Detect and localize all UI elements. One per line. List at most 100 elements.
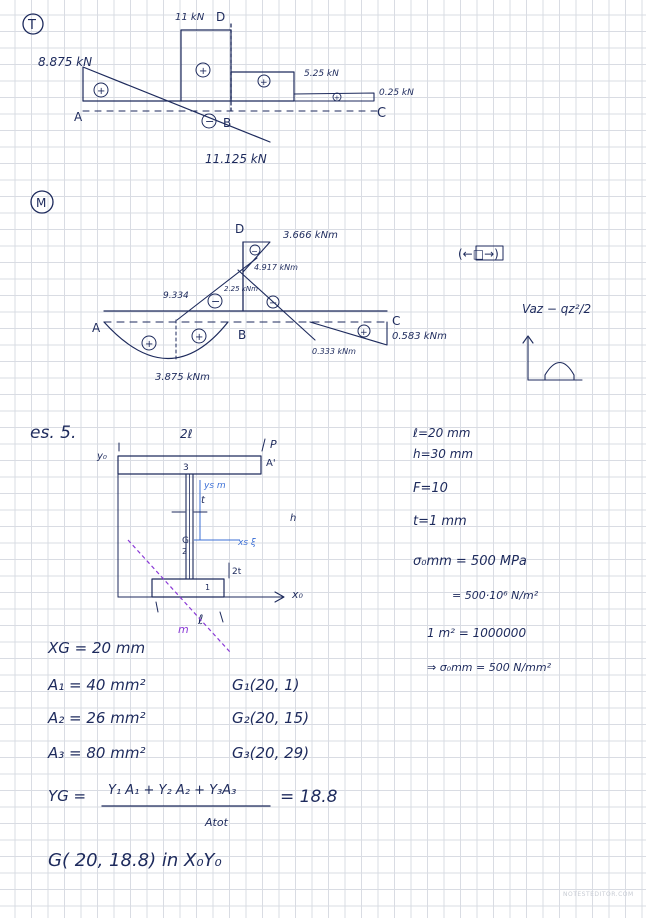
plus-sign-circle	[141, 335, 157, 351]
shear-point-d: D	[216, 10, 225, 24]
l-tick-right	[219, 611, 224, 623]
sign-convention-box	[475, 245, 504, 261]
m-sign-plus-1: +	[195, 332, 203, 343]
ys-label: ys m	[203, 481, 226, 491]
given-sigma: σ₀mm = 500 MPa	[413, 554, 527, 569]
moment-point-a: A	[92, 321, 101, 335]
shear-section-mark: T	[27, 18, 36, 33]
t-label: t	[201, 495, 206, 506]
shear-left-value: 8.875 kN	[38, 55, 92, 69]
top-flange	[117, 455, 262, 475]
moment-right-low: 0.333 kNm	[312, 347, 356, 356]
m-sign-minus-2: −	[211, 295, 220, 308]
sign-plus-1: +	[97, 86, 105, 97]
y0-label: y₀	[96, 451, 107, 462]
l-label: ℓ	[197, 613, 203, 628]
m-line	[127, 539, 231, 653]
plus-sign-circle	[357, 324, 371, 338]
calc-yg-result: = 18.8	[280, 787, 338, 807]
shear-top-value: 11 kN	[175, 12, 205, 23]
calc-g2: G₂(20, 15)	[232, 709, 309, 727]
a-label: A'	[266, 458, 276, 469]
calc-yg-label: YG =	[48, 787, 86, 805]
plus-sign-circle	[93, 82, 109, 98]
cross-section: es. 5. 2ℓ y₀ P A' 3 G 2 1 2t x₀ ys m xs …	[30, 423, 304, 653]
section-mark-circle	[30, 190, 54, 214]
given-t: t=1 mm	[413, 514, 467, 529]
h-label: h	[290, 513, 296, 524]
calc-a3: A₃ = 80 mm²	[47, 744, 145, 762]
m-sign-minus-1: −	[251, 247, 258, 256]
minus-sign-circle	[249, 244, 261, 256]
shear-point-b: B	[223, 116, 231, 130]
plus-sign-circle	[332, 92, 342, 102]
watermark: NOTESTEDITOR.COM	[563, 891, 634, 898]
shear-end-strip	[293, 92, 375, 102]
plus-sign-circle	[195, 62, 211, 78]
shear-right-block	[230, 71, 295, 102]
moment-diag-left	[176, 257, 258, 321]
shear-point-c: C	[377, 106, 386, 121]
calc-yg-denominator: Atot	[204, 816, 229, 829]
sketch-curve	[544, 361, 575, 381]
p-label: P	[270, 438, 277, 451]
moment-section-mark: M	[36, 196, 46, 210]
m-label: m	[178, 623, 189, 636]
sign-plus-4: +	[334, 94, 340, 102]
given-conversion: 1 m² = 1000000	[427, 626, 526, 640]
shear-right-value: 5.25 kN	[304, 69, 339, 79]
moment-point-b: B	[238, 328, 246, 342]
plus-sign-circle	[191, 328, 207, 344]
sign-convention: (←□→)	[458, 247, 499, 261]
given-sigma-result: ⇒ σ₀mm = 500 N/mm²	[427, 661, 552, 674]
centroid-calculation: XG = 20 mm A₁ = 40 mm² A₂ = 26 mm² A₃ = …	[47, 639, 338, 871]
moment-formula: Vaz − qz²/2	[522, 302, 591, 316]
moment-v-top: 3.666 kNm	[283, 230, 338, 241]
m-sign-minus-3: −	[269, 298, 277, 309]
moment-left-top: 9.334	[163, 291, 189, 301]
x0-arrow	[274, 591, 285, 603]
moment-parabola	[103, 321, 229, 360]
section-mark-circle	[22, 13, 44, 35]
minus-sign-circle	[201, 113, 217, 129]
calc-result: G( 20, 18.8) in X₀Y₀	[48, 850, 222, 871]
moment-diagram: M − − − + + + D 3.666 kNm 4.917 kNm 9.33…	[30, 190, 591, 383]
sign-plus-3: +	[260, 78, 268, 88]
x0-label: x₀	[291, 588, 304, 601]
sketch-arrow	[522, 335, 534, 344]
moment-right-tri	[309, 321, 388, 346]
calc-g3: G₃(20, 29)	[232, 744, 309, 762]
plus-sign-circle	[257, 74, 271, 88]
calc-yg-numerator: Y₁ A₁ + Y₂ A₂ + Y₃A₃	[108, 783, 236, 798]
sign-minus-1: −	[205, 115, 214, 128]
calc-a1: A₁ = 40 mm²	[47, 676, 145, 694]
shear-left-slope	[82, 66, 271, 143]
moment-bottom: 3.875 kNm	[155, 372, 210, 383]
plate-3-label: 3	[183, 463, 189, 473]
sign-plus-2: +	[199, 66, 207, 77]
parabola-sketch	[522, 335, 583, 381]
given-sigma-si: = 500·10⁶ N/m²	[452, 589, 539, 602]
plate-2-label: 2	[182, 547, 187, 556]
moment-v-mid: 4.917 kNm	[254, 263, 298, 272]
givens-list: ℓ=20 mm h=30 mm F=10 t=1 mm σ₀mm = 500 M…	[412, 426, 552, 674]
bottom-flange	[151, 578, 225, 598]
width-label: 2ℓ	[180, 427, 193, 441]
given-l: ℓ=20 mm	[412, 426, 470, 440]
moment-diag-right	[237, 269, 316, 341]
two-t-label: 2t	[232, 567, 242, 577]
xs-label: xs ξ	[237, 538, 257, 548]
calc-xg: XG = 20 mm	[47, 639, 145, 657]
given-f: F=10	[413, 481, 448, 496]
plate-1-label: 1	[205, 583, 210, 592]
moment-point-c: C	[392, 314, 400, 328]
moment-point-d: D	[235, 222, 244, 236]
m-sign-plus-2: +	[145, 339, 153, 350]
shear-diagram: T + + + + − 8.875 kN 11 kN D 5.25 kN 0.2…	[22, 10, 414, 166]
calc-g1: G₁(20, 1)	[232, 676, 300, 694]
shear-end-value: 0.25 kN	[379, 88, 414, 98]
l-tick-left	[155, 601, 159, 613]
calc-a2: A₂ = 26 mm²	[47, 709, 145, 727]
g-label: G	[182, 536, 189, 546]
